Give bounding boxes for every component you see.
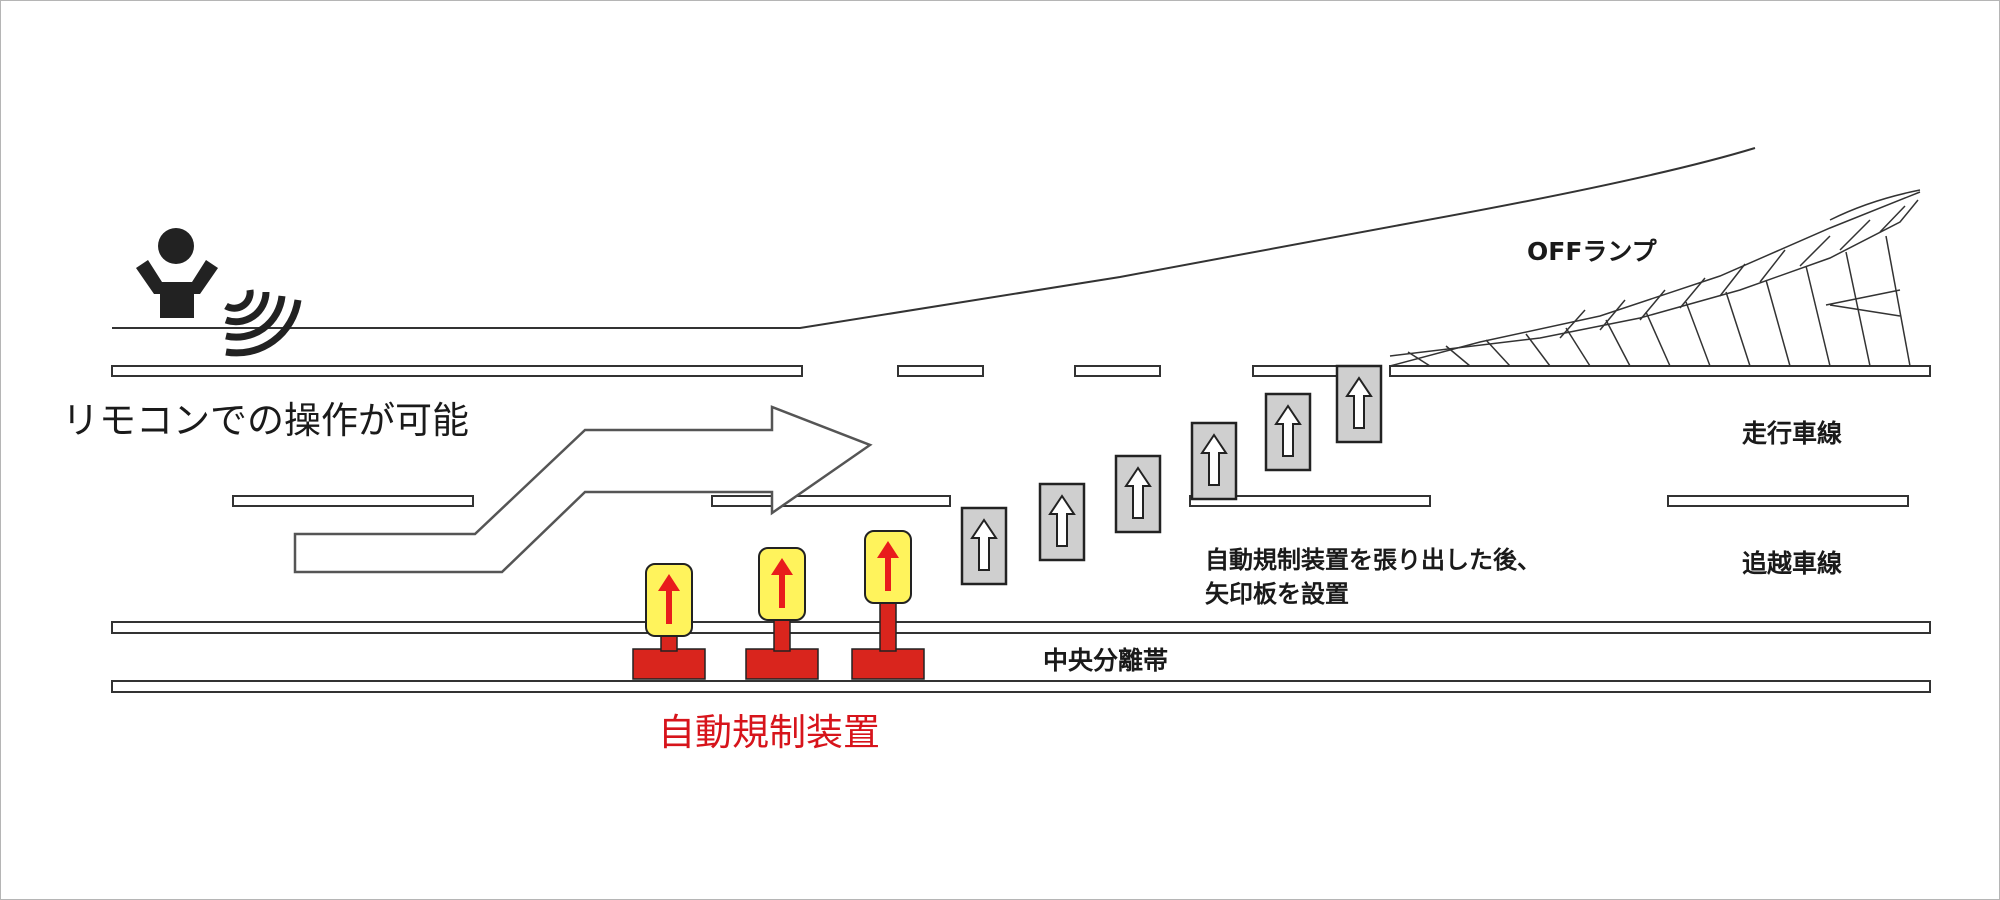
auto-regulation-device-label: 自動規制装置	[658, 711, 880, 754]
median-line	[111, 680, 1931, 693]
remote-control-label: リモコンでの操作が可能	[62, 399, 469, 442]
lane-marking	[1667, 495, 1909, 507]
off-ramp-label: OFFランプ	[1527, 237, 1657, 266]
arrow-board-icon	[1114, 454, 1162, 534]
lane-marking	[711, 495, 951, 507]
arrow-boards	[960, 364, 1383, 586]
lane-marking	[111, 365, 803, 377]
arrow-board-icon	[1335, 364, 1383, 444]
lane-marking	[897, 365, 984, 377]
regulation-device-icon	[632, 563, 706, 680]
arrow-board-icon	[1190, 421, 1238, 501]
arrow-board-icon	[960, 506, 1008, 586]
arrow-board-icon	[1038, 482, 1086, 562]
regulation-device-icon	[851, 530, 925, 680]
lane-marking	[1189, 495, 1431, 507]
procedure-note-line1: 自動規制装置を張り出した後、	[1205, 546, 1541, 574]
ramp-outer-edge	[1829, 189, 1921, 221]
person-icon	[136, 228, 218, 318]
median-label: 中央分離帯	[1043, 646, 1169, 675]
median-line	[111, 621, 1931, 634]
lane-marking	[232, 495, 474, 507]
regulation-device-icon	[745, 547, 819, 680]
ramp-zebra	[1389, 191, 1921, 367]
lane-marking	[1389, 365, 1931, 377]
regulation-devices	[632, 530, 925, 680]
driving-lane-label: 走行車線	[1742, 419, 1843, 448]
procedure-note: 自動規制装置を張り出した後、 矢印板を設置	[1205, 543, 1541, 611]
lane-marking	[1074, 365, 1161, 377]
procedure-note-line2: 矢印板を設置	[1205, 580, 1349, 608]
arrow-board-icon	[1264, 392, 1312, 472]
passing-lane-label: 追越車線	[1742, 549, 1843, 578]
road-edge-line	[112, 147, 1756, 329]
lane-marking	[1252, 365, 1339, 377]
radio-wave-icon	[224, 289, 302, 357]
route-arrow-icon	[293, 405, 873, 574]
